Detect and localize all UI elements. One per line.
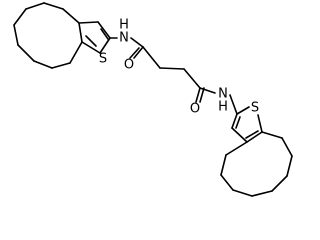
bond — [130, 37, 144, 48]
bond — [142, 46, 161, 69]
bond — [78, 22, 83, 43]
atom-h-top: H — [119, 18, 129, 33]
bond — [99, 37, 111, 54]
bond — [13, 8, 27, 26]
bond — [195, 87, 201, 103]
bond — [286, 155, 293, 177]
bond — [251, 190, 273, 197]
bond — [69, 41, 83, 64]
bond — [133, 46, 144, 59]
bond — [199, 87, 205, 103]
structure-diagram: N H S O O N H S — [13, 2, 293, 197]
bond — [13, 24, 19, 46]
bond — [62, 8, 80, 24]
bond — [235, 116, 241, 129]
bond — [25, 2, 45, 10]
atom-n-bottom: N — [218, 87, 228, 102]
atom-s-bottom: S — [251, 101, 259, 116]
bond — [232, 189, 253, 197]
bond — [231, 127, 248, 143]
bond — [281, 137, 293, 157]
bond — [78, 21, 99, 24]
bond — [85, 35, 97, 47]
bond — [231, 113, 238, 129]
atom-h-bottom: H — [218, 100, 228, 115]
atom-s-top: S — [99, 52, 107, 67]
bond — [229, 94, 238, 115]
bond — [183, 68, 201, 89]
bond — [271, 175, 288, 192]
bond — [220, 174, 234, 191]
atom-n-top: N — [119, 31, 129, 46]
bond — [257, 114, 263, 133]
bond — [245, 130, 259, 139]
atom-o-top: O — [124, 58, 134, 73]
bond — [246, 131, 263, 143]
bond — [33, 60, 53, 69]
molecule-drawing: N H S O O N H S — [13, 2, 293, 197]
bond — [51, 62, 71, 69]
bond — [129, 47, 140, 59]
bond — [220, 154, 227, 176]
bond — [100, 28, 109, 40]
bond — [97, 21, 111, 39]
bond — [17, 44, 35, 62]
bond — [261, 131, 283, 139]
bond — [236, 106, 250, 115]
bond — [159, 67, 185, 70]
atom-o-bottom: O — [190, 102, 200, 117]
bond — [225, 141, 248, 156]
bond — [43, 2, 64, 10]
bond — [199, 87, 216, 94]
bond — [81, 41, 101, 54]
